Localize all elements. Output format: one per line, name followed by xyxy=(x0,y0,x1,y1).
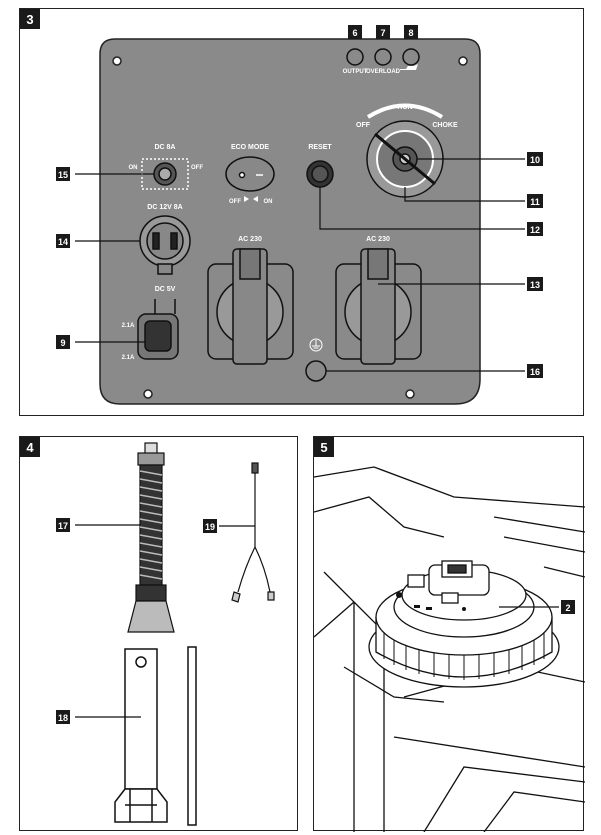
screw-icon xyxy=(112,56,468,399)
callout-17: 17 xyxy=(56,518,70,532)
ground-terminal xyxy=(305,360,327,382)
figure-4-panel: 4 17 xyxy=(19,436,298,831)
svg-text:6: 6 xyxy=(352,28,357,38)
overload-label: OVERLOAD xyxy=(366,69,401,75)
svg-text:12: 12 xyxy=(530,225,540,235)
usb-amp-bottom: 2.1A xyxy=(122,355,135,361)
callout-6: 6 xyxy=(348,25,362,39)
ground-symbol-icon xyxy=(309,338,323,352)
accessories-diagram: 17 19 18 xyxy=(56,442,275,826)
oil-can-icon xyxy=(400,64,418,70)
svg-text:10: 10 xyxy=(530,155,540,165)
figure-number: 4 xyxy=(20,437,40,457)
svg-text:15: 15 xyxy=(58,170,68,180)
callout-15: 15 xyxy=(56,167,70,181)
eco-mode-label: ECO MODE xyxy=(231,144,269,151)
figure-number: 3 xyxy=(20,9,40,29)
callout-9: 9 xyxy=(56,335,70,349)
reset-button xyxy=(306,160,334,188)
svg-text:9: 9 xyxy=(60,338,65,348)
wrench-rod xyxy=(187,646,197,826)
usb-port-cover xyxy=(137,299,179,360)
callout-2: 2 xyxy=(561,600,575,614)
callout-14: 14 xyxy=(56,234,70,248)
callout-19: 19 xyxy=(203,519,217,533)
eco-mode-switch xyxy=(225,156,275,192)
svg-text:11: 11 xyxy=(530,197,540,207)
svg-text:17: 17 xyxy=(58,521,68,531)
output-label: OUTPUT xyxy=(343,69,368,75)
off-choke-label: OFF xyxy=(356,122,371,129)
arrow-left-icon xyxy=(244,196,249,202)
indicator-lights xyxy=(346,48,420,66)
callout-13: 13 xyxy=(527,277,543,291)
callout-11: 11 xyxy=(527,194,543,208)
ac-left-label: AC 230 xyxy=(238,236,262,243)
usb-amp-top: 2.1A xyxy=(122,323,135,329)
choke-label: CHOKE xyxy=(432,122,458,129)
svg-text:19: 19 xyxy=(205,522,215,532)
dc8a-label: DC 8A xyxy=(154,144,175,151)
figure-5-panel: 5 xyxy=(313,436,585,832)
callout-8: 8 xyxy=(404,25,418,39)
dc-charging-cable xyxy=(231,462,275,603)
dc12v-label: DC 12V 8A xyxy=(147,204,182,211)
figure-number: 5 xyxy=(314,437,334,457)
svg-text:8: 8 xyxy=(408,28,413,38)
vent-markings xyxy=(396,592,466,611)
svg-text:13: 13 xyxy=(530,280,540,290)
svg-text:7: 7 xyxy=(380,28,385,38)
reset-label: RESET xyxy=(308,144,332,151)
callout-7: 7 xyxy=(376,25,390,39)
ac-right-label: AC 230 xyxy=(366,236,390,243)
ac-socket-left xyxy=(207,248,294,365)
figure-3-panel: 3 OUTPUT OVERLOAD 6 7 8 DC 8A ON OFF xyxy=(19,8,584,416)
run-arc xyxy=(366,103,444,119)
svg-text:16: 16 xyxy=(530,367,540,377)
ac-socket-right xyxy=(335,248,422,365)
callout-16: 16 xyxy=(527,364,543,378)
dc-breaker-switch xyxy=(141,158,189,190)
dc5v-label: DC 5V xyxy=(155,286,176,293)
svg-text:14: 14 xyxy=(58,237,68,247)
spark-plug-wrench xyxy=(114,648,168,823)
eco-off-label: OFF xyxy=(229,199,241,205)
control-panel-diagram: OUTPUT OVERLOAD 6 7 8 DC 8A ON OFF 15 DC… xyxy=(56,25,543,405)
arrow-right-icon xyxy=(253,196,258,202)
fuel-cap-diagram: 2 xyxy=(314,466,585,832)
svg-text:2: 2 xyxy=(565,603,570,613)
callout-12: 12 xyxy=(527,222,543,236)
switch-on-label: ON xyxy=(129,165,138,171)
switch-off-label: OFF xyxy=(191,165,203,171)
overload-light xyxy=(374,48,392,66)
eco-on-label: ON xyxy=(264,199,273,205)
oil-light xyxy=(402,48,420,66)
callout-18: 18 xyxy=(56,710,70,724)
fuel-tank-cap xyxy=(368,560,560,688)
funnel-tube xyxy=(127,442,175,633)
callout-10: 10 xyxy=(527,152,543,166)
output-light xyxy=(346,48,364,66)
svg-text:18: 18 xyxy=(58,713,68,723)
